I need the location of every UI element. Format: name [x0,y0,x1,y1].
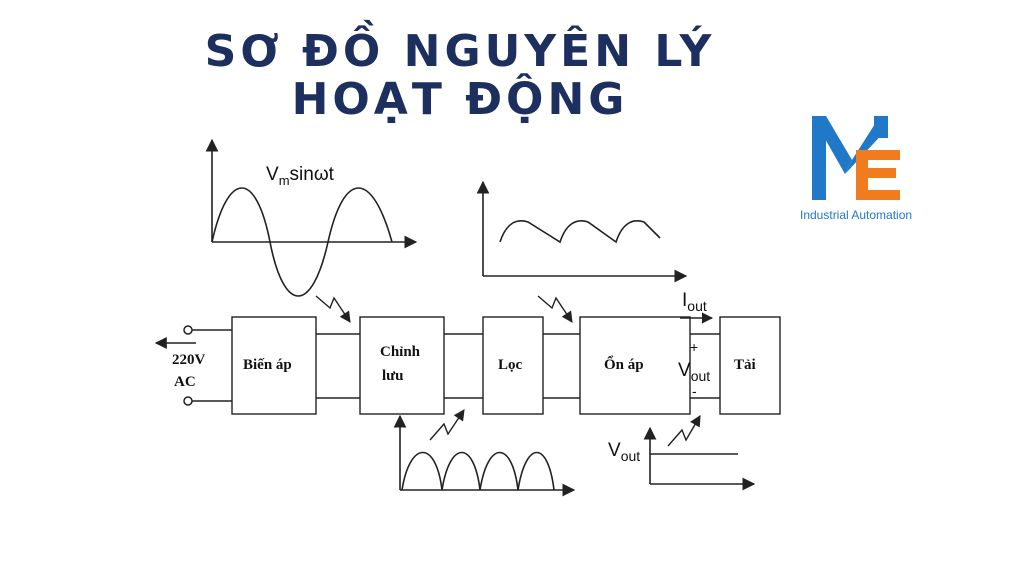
output-voltage-label: Vout [678,360,710,384]
signal-arrow-4 [667,415,701,447]
output-dc-graph [643,426,756,491]
rectified-wave [401,451,555,491]
page-title-line-2: HOẠT ĐỘNG [291,74,629,125]
signal-arrow-3 [429,409,465,441]
rectifier-label-2: lưu [382,368,404,384]
transformer-block [231,316,317,415]
sine-wave-graph [205,138,418,297]
logo-orange-top-bar [866,150,900,160]
page-title-line-1: SƠ ĐỒ NGUYÊN LÝ [204,26,716,77]
logo-blue-right-stroke [874,116,888,138]
input-voltage-label: 220V [172,352,206,368]
output-current-label: Iout [682,290,707,314]
filter-block [482,316,544,415]
logo-orange-mid-bar [866,168,896,178]
terminal-top [183,325,193,335]
transformer-label: Biến áp [243,357,292,373]
plus-sign: + [690,339,698,355]
sine-wave [211,187,393,297]
rectifier-block [359,316,445,415]
ripple-wave [499,220,661,244]
signal-arrow-2 [537,295,573,323]
connecting-wires [316,312,720,399]
load-label: Tải [734,357,756,373]
sine-label: Vmsinωt [266,164,335,188]
filter-label: Lọc [498,357,523,373]
logo-orange-bottom-bar [856,190,900,200]
input-terminals [154,325,232,406]
minus-sign: - [692,383,697,399]
company-logo [812,116,900,200]
logo-blue-diagonal-1 [812,116,852,174]
rectified-graph [393,414,576,497]
logo-blue-left-stroke [812,116,826,200]
logo-orange-stem [856,150,868,200]
ripple-graph [476,180,688,283]
load-block [719,316,781,415]
output-graph-label: Vout [608,440,640,464]
input-type-label: AC [174,374,196,390]
regulator-block [579,316,691,415]
regulator-label: Ổn áp [604,355,644,373]
signal-arrow-1 [315,295,351,323]
signal-arrows [315,295,701,447]
terminal-bottom [183,396,193,406]
logo-caption: Industrial Automation [800,208,913,222]
rectifier-label-1: Chỉnh [380,344,421,360]
